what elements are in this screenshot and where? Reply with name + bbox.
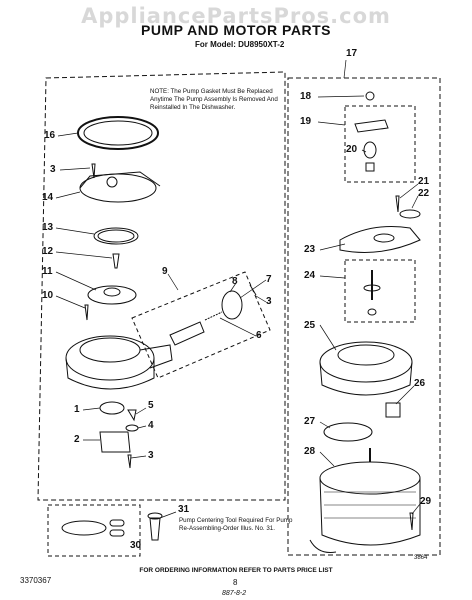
part-1 — [99, 401, 125, 415]
callout-19: 19 — [300, 116, 312, 127]
screw-3c — [127, 454, 132, 469]
callout-13: 13 — [42, 222, 54, 233]
motor-box-outline — [287, 77, 441, 556]
callout-16: 16 — [44, 130, 56, 141]
part-20 — [363, 141, 377, 159]
callout-2: 2 — [74, 434, 80, 445]
callout-4: 4 — [148, 420, 154, 431]
callout-21: 21 — [418, 176, 430, 187]
part-22 — [399, 209, 421, 219]
callout-24: 24 — [304, 270, 316, 281]
part-26 — [385, 402, 401, 418]
callout-8: 8 — [232, 276, 238, 287]
model-label: For Model: DU8950XT-2 — [195, 40, 285, 49]
part-18 — [365, 91, 375, 101]
callout-12: 12 — [42, 246, 54, 257]
callout-6: 6 — [256, 330, 262, 341]
callout-23: 23 — [304, 244, 316, 255]
page-number: 8 — [233, 578, 238, 587]
tool-31 — [149, 517, 161, 541]
callout-30: 30 — [130, 540, 142, 551]
pump-gasket — [77, 116, 159, 150]
screw-29 — [409, 512, 414, 531]
motor-28 — [319, 461, 421, 495]
valve-body — [221, 290, 243, 320]
callout-14: 14 — [42, 192, 54, 203]
motor-housing — [319, 341, 413, 383]
callout-10: 10 — [42, 290, 54, 301]
detail-box-19 — [344, 105, 416, 183]
seal-ring — [93, 227, 139, 245]
callout-25: 25 — [304, 320, 316, 331]
watermark-text: AppliancePartsPros.com — [81, 4, 391, 28]
callout-22: 22 — [418, 188, 430, 199]
callout-3c: 3 — [148, 450, 154, 461]
tool-box-outline — [47, 504, 141, 557]
handwritten-note: 887-8-2 — [222, 590, 247, 597]
disc-27 — [323, 422, 373, 442]
assembly-outline — [37, 71, 286, 501]
callout-31: 31 — [178, 504, 190, 515]
callout-29: 29 — [420, 496, 432, 507]
callout-28: 28 — [304, 446, 316, 457]
callout-3b: 3 — [266, 296, 272, 307]
part-5 — [127, 409, 137, 422]
callout-11: 11 — [42, 266, 53, 277]
callout-20: 20 — [346, 144, 358, 155]
page-title: PUMP AND MOTOR PARTS — [141, 22, 331, 38]
spring-8 — [204, 311, 223, 321]
illustration-number: 3864 — [414, 555, 428, 561]
pump-housing — [65, 335, 155, 381]
pump-cover — [79, 173, 157, 203]
part-2 — [99, 431, 131, 453]
check-valve — [169, 321, 205, 346]
callout-17: 17 — [346, 48, 358, 59]
callout-26: 26 — [414, 378, 426, 389]
part-4 — [125, 424, 139, 432]
callout-18: 18 — [300, 91, 312, 102]
tool-note: Pump Centering Tool Required For Pump Re… — [179, 517, 293, 532]
ordering-footer: FOR ORDERING INFORMATION REFER TO PARTS … — [139, 567, 333, 574]
bracket-23 — [339, 226, 421, 253]
impeller-11 — [87, 285, 137, 305]
screw-3a — [91, 163, 96, 179]
pump-gasket-note: NOTE: The Pump Gasket Must Be Replaced A… — [150, 88, 278, 112]
detail-box-24 — [344, 259, 416, 323]
screw-3b — [249, 284, 257, 296]
callout-7: 7 — [266, 274, 272, 285]
callout-1: 1 — [74, 404, 80, 415]
part-19 — [354, 119, 389, 133]
callout-9: 9 — [162, 266, 168, 277]
tool-ring-30 — [61, 520, 107, 536]
detail-box-9 — [131, 271, 271, 379]
callout-5: 5 — [148, 400, 154, 411]
callout-27: 27 — [304, 416, 316, 427]
document-part-number: 3370367 — [20, 576, 52, 585]
screw-10 — [84, 304, 89, 321]
screw-12 — [112, 253, 120, 269]
screw-21 — [395, 195, 400, 213]
callout-3a: 3 — [50, 164, 56, 175]
